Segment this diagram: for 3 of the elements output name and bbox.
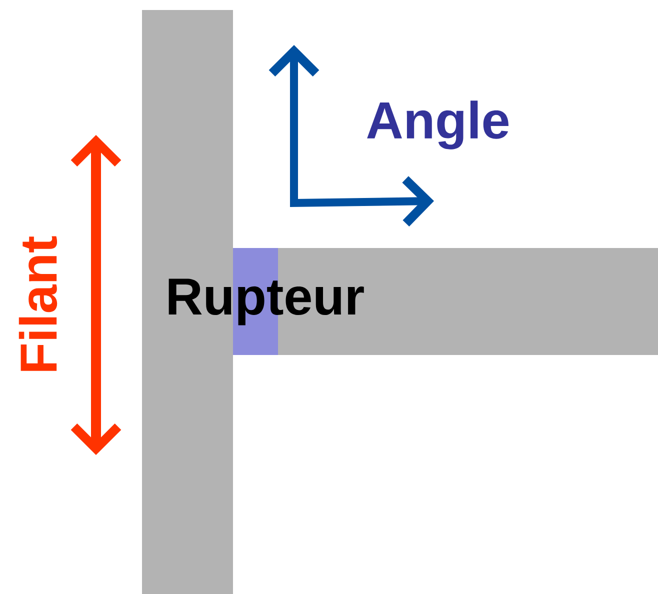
- label-text: Rupteur: [168, 278, 364, 326]
- label-text: Angle: [367, 100, 508, 150]
- label-text: Filant: [18, 236, 58, 371]
